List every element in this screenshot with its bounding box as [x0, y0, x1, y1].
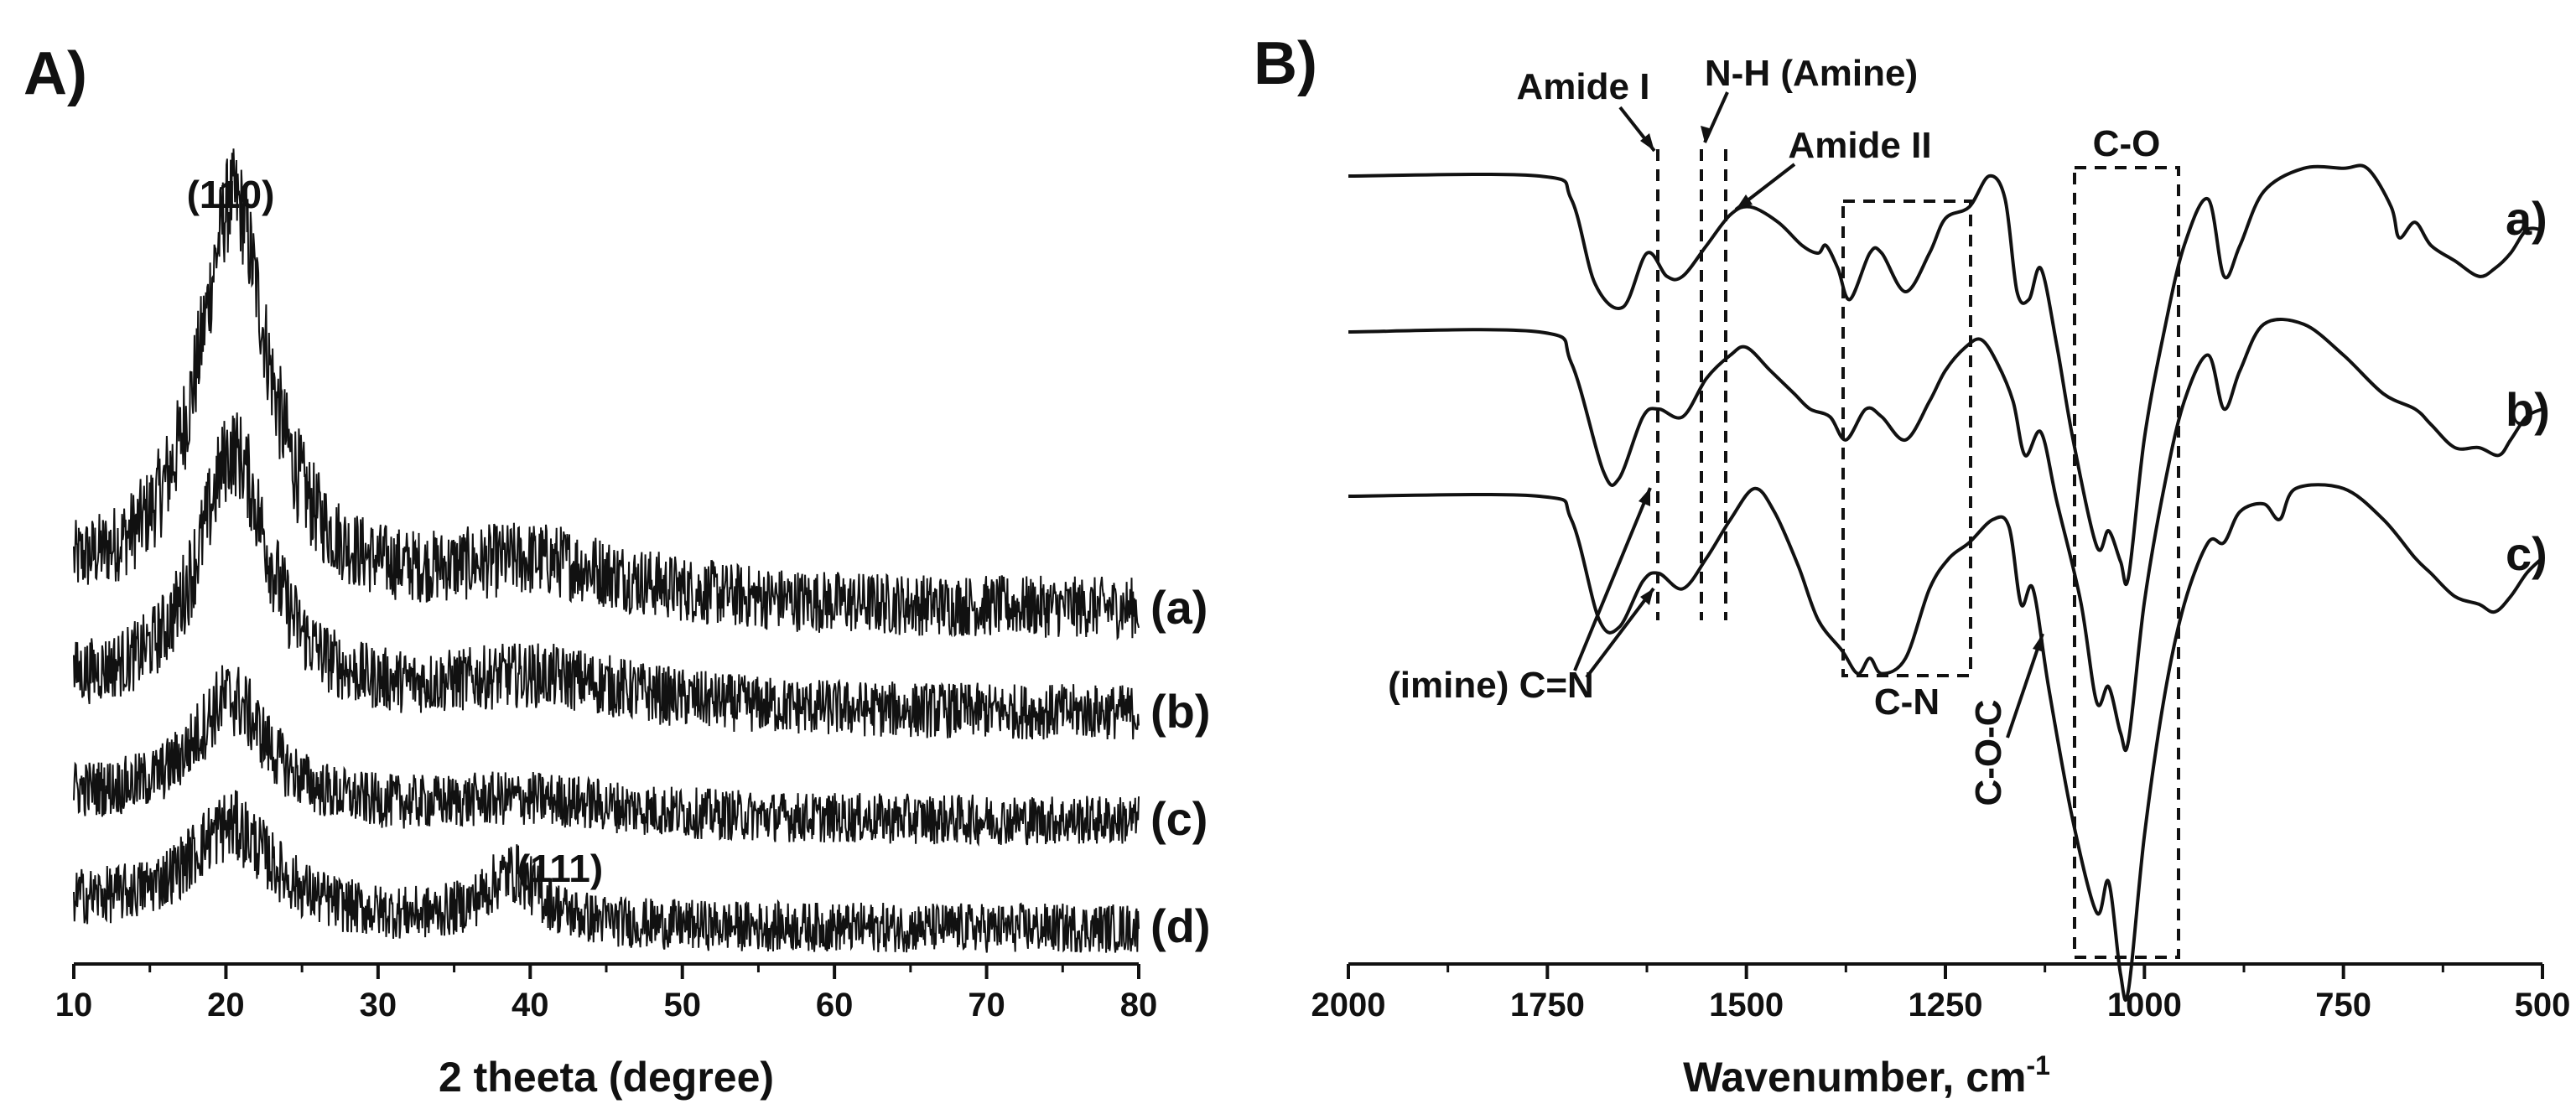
- xrd-curve-d: [73, 790, 1140, 953]
- xrd-tick-label: 30: [360, 987, 397, 1023]
- imine-arrow-lower: [1585, 587, 1655, 679]
- peak-label-111: (111): [517, 847, 603, 890]
- ftir-tick-label: 750: [2315, 987, 2371, 1023]
- xrd-tick-label: 20: [207, 987, 245, 1023]
- xrd-tick-label: 80: [1120, 987, 1158, 1023]
- xrd-tick-label: 40: [512, 987, 549, 1023]
- xrd-curves: [73, 148, 1140, 953]
- panel-a-label: A): [23, 40, 87, 107]
- ftir-curve-labels: a) b) c): [2506, 192, 2550, 580]
- ftir-tick-label: 1500: [1709, 987, 1784, 1023]
- peak-label-110: (110): [187, 173, 275, 216]
- cn-label: C-N: [1874, 681, 1940, 723]
- amide-ii-label: Amide II: [1788, 125, 1931, 166]
- xrd-tick-label: 70: [968, 987, 1005, 1023]
- xrd-panel: 10 20 30 40 50 60 70 80 (a) (b) (c) (d) (110) (111…: [55, 148, 1211, 1101]
- xrd-curve-a: [73, 148, 1140, 640]
- ftir-tick-label: 1000: [2107, 987, 2182, 1023]
- ftir-x-axis-title: Wavenumber, cm-1: [1683, 1050, 2050, 1101]
- xrd-curve-label-b: (b): [1150, 685, 1211, 738]
- band-guides: [1656, 149, 2180, 959]
- xrd-x-axis-title: 2 theeta (degree): [439, 1054, 774, 1101]
- ftir-tick-label: 500: [2515, 987, 2571, 1023]
- xrd-x-ticks: 10 20 30 40 50 60 70 80: [55, 964, 1158, 1023]
- ftir-panel: 2000 1750 1500 1250 1000 750 500 a) b) c): [1311, 53, 2571, 1101]
- ftir-curve-label-b: b): [2506, 383, 2550, 436]
- xrd-tick-label: 10: [55, 987, 93, 1023]
- panel-b-label: B): [1254, 30, 1317, 97]
- xrd-curve-label-d: (d): [1150, 899, 1211, 952]
- imine-upper-arrowhead: [1639, 488, 1650, 506]
- ftir-x-axis-title-main: Wavenumber, cm: [1683, 1054, 2026, 1101]
- cn-band-box: [1841, 200, 1972, 677]
- co-band-box: [2073, 166, 2180, 959]
- xrd-curve-b: [73, 412, 1140, 740]
- imine-lower-arrowhead: [1640, 588, 1654, 605]
- coc-arrowhead: [2033, 634, 2044, 652]
- co-label: C-O: [2093, 123, 2161, 164]
- ftir-curve-label-a: a): [2506, 192, 2547, 245]
- nh-amine-label: N-H (Amine): [1705, 53, 1918, 94]
- ftir-tick-label: 1750: [1510, 987, 1585, 1023]
- ftir-curve-b: [1348, 318, 2543, 752]
- ftir-curve-label-c: c): [2506, 527, 2547, 580]
- xrd-curve-label-a: (a): [1150, 581, 1208, 634]
- ftir-curve-c: [1348, 483, 2544, 1003]
- xrd-tick-label: 50: [663, 987, 701, 1023]
- amide-ii-arrowhead: [1736, 194, 1753, 210]
- amide-i-arrowhead: [1640, 133, 1654, 151]
- xrd-tick-label: 60: [816, 987, 854, 1023]
- xrd-curve-c: [73, 665, 1140, 847]
- xrd-curve-labels: (a) (b) (c) (d): [1150, 581, 1211, 952]
- imine-arrow-upper: [1573, 487, 1652, 671]
- ftir-curves: [1348, 163, 2544, 1003]
- coc-arrow: [2006, 633, 2044, 738]
- ftir-tick-label: 2000: [1311, 987, 1386, 1023]
- imine-label: (imine) C=N: [1388, 665, 1594, 706]
- ftir-x-ticks: 2000 1750 1500 1250 1000 750 500: [1311, 964, 2571, 1023]
- nh-amine-arrowhead: [1701, 126, 1712, 143]
- arrow-heads: [1639, 126, 2044, 652]
- amide-i-label: Amide I: [1517, 66, 1650, 107]
- ftir-tick-label: 1250: [1909, 987, 1983, 1023]
- xrd-curve-label-c: (c): [1150, 792, 1208, 845]
- ftir-curve-a: [1348, 163, 2543, 587]
- coc-label: C-O-C: [1968, 699, 2009, 806]
- ftir-x-axis-title-sup: -1: [2026, 1050, 2049, 1080]
